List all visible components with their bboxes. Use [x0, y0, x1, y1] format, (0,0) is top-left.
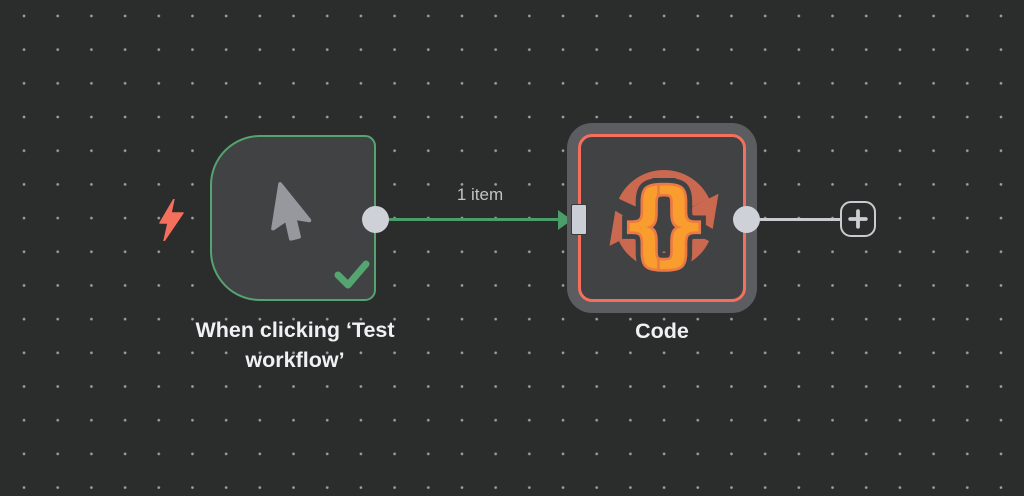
svg-text:}: } — [652, 171, 706, 276]
code-output-endpoint[interactable] — [733, 206, 760, 233]
success-check-icon — [334, 259, 370, 294]
node-code[interactable]: { } { } — [578, 134, 746, 302]
mouse-pointer-icon — [263, 178, 320, 261]
add-node-button[interactable] — [840, 201, 876, 237]
connection-line[interactable] — [375, 217, 559, 221]
svg-text:{: { — [622, 171, 676, 276]
node-manual-trigger[interactable] — [210, 135, 376, 301]
node-trigger-label: When clicking ‘Test workflow’ — [165, 315, 425, 375]
node-trigger-label-line2: workflow’ — [245, 348, 345, 372]
code-cycle-braces-icon: { } { } — [599, 163, 729, 286]
trigger-output-endpoint[interactable] — [362, 206, 389, 233]
node-trigger-label-line1: When clicking ‘Test — [195, 318, 395, 342]
node-code-label: Code — [635, 319, 689, 343]
connection-arrowhead-icon — [558, 209, 572, 230]
connector-line-to-add — [746, 218, 841, 221]
code-input-port[interactable] — [571, 204, 587, 235]
svg-text:}: } — [652, 171, 706, 276]
plus-icon — [848, 209, 868, 229]
svg-text:{: { — [622, 171, 676, 276]
lightning-bolt-icon — [157, 198, 186, 246]
connection-items-count: 1 item — [456, 185, 504, 204]
